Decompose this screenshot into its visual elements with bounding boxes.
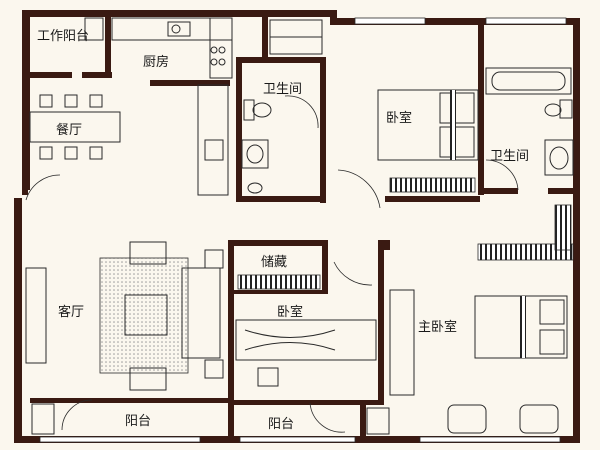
- interior-walls: [22, 17, 573, 436]
- label-living: 客厅: [58, 305, 85, 320]
- label-bedroom-1: 卧室: [386, 111, 413, 126]
- bathroom-door: [284, 95, 319, 129]
- master-wardrobe-icon: [477, 204, 574, 261]
- bathtub-icon: [485, 67, 572, 95]
- label-kitchen: 厨房: [143, 55, 170, 70]
- side-cabinet: [197, 84, 229, 196]
- label-dining: 餐厅: [56, 123, 83, 138]
- label-work-balcony: 工作阳台: [37, 29, 90, 44]
- washer-icon: [84, 17, 104, 41]
- label-balcony-2: 阳台: [268, 417, 295, 432]
- sink-icon: [241, 139, 269, 194]
- dining-table: [29, 94, 121, 160]
- toilet-icon: [243, 99, 272, 121]
- storage-wardrobe: [237, 274, 321, 290]
- entry-door: [25, 174, 61, 201]
- armchairs: [447, 404, 559, 434]
- label-balcony-1: 阳台: [125, 414, 152, 429]
- balcony-1-door: [61, 399, 93, 431]
- bathroom-2-door: [485, 159, 519, 191]
- storage-door: [333, 261, 373, 286]
- toilet-2-icon: [544, 99, 573, 119]
- living-furniture: [99, 241, 224, 391]
- master-bed-icon: [389, 289, 568, 396]
- windows: [39, 17, 567, 443]
- label-master-bedroom: 主卧室: [418, 320, 458, 335]
- bed-2-icon: [235, 319, 377, 387]
- label-bathroom-2: 卫生间: [490, 149, 530, 164]
- locker-2: [366, 407, 390, 435]
- bed-icon: [377, 89, 479, 161]
- label-storage: 储藏: [261, 255, 288, 270]
- wardrobe-icon: [389, 177, 476, 193]
- bedroom-1-door: [337, 169, 381, 209]
- locker-1: [31, 403, 55, 435]
- balcony-2-door: [309, 402, 346, 433]
- label-bedroom-2: 卧室: [277, 305, 304, 320]
- tv-cabinet: [25, 267, 47, 364]
- kitchen-counter: [111, 17, 233, 79]
- sink-2-icon: [544, 139, 574, 176]
- label-bathroom-1: 卫生间: [263, 82, 303, 97]
- shower-icon: [269, 19, 323, 55]
